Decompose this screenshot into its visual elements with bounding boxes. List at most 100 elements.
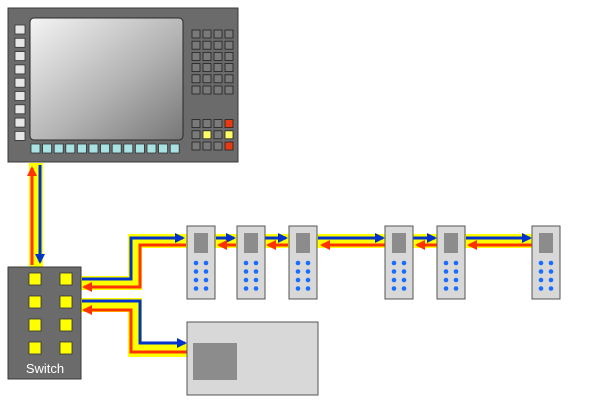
io-module-led [401,260,407,266]
panel-softkey [146,143,157,154]
panel-key [191,63,201,72]
io-module-led [243,260,249,266]
panel-softkey [65,143,76,154]
io-module-led [203,277,209,283]
panel-key [202,63,212,72]
io-module-led [538,277,544,283]
switch-port [59,295,73,309]
io-module-led [453,286,459,291]
io-module-led [243,277,249,283]
panel-side-button [14,77,26,88]
io-module-led [295,286,301,291]
io-module-led [391,260,397,266]
io-module-led [295,277,301,283]
switch-port [59,318,73,332]
io-module-led [401,269,407,274]
panel-key [202,74,212,84]
io-module-led [295,260,301,266]
panel-side-button [14,24,26,35]
panel-softkey [134,143,145,154]
switch-port [28,295,42,309]
cable-bus-glow [80,234,532,290]
panel-softkey [123,143,134,154]
panel-key [202,85,212,95]
switch-ports [28,272,73,355]
io-module-led [391,286,397,291]
panel-key [213,40,223,50]
io-module-led [443,286,449,291]
panel-side-button [14,37,26,48]
io-module-led [305,269,311,274]
io-module-window [244,233,258,253]
io-module-led [253,269,259,274]
panel-key [224,119,234,128]
panel-softkey [169,143,180,154]
io-module-led [295,269,301,274]
io-module-led [391,277,397,283]
io-module-window [392,233,406,253]
panel-softkey [77,143,87,154]
io-module-led [453,260,459,266]
panel-key [202,40,212,50]
panel-screen [29,17,184,141]
io-module-led [243,269,249,274]
panel-key [191,119,201,128]
io-module-led [253,277,259,283]
panel-side-button [14,117,26,128]
lower-outbound-blue [82,299,187,348]
panel-softkeys [30,143,180,154]
panel-side-button [14,104,26,115]
io-module-5 [436,225,466,300]
io-module-window [194,233,208,253]
io-module-led [453,269,459,274]
io-module-led [305,277,311,283]
panel-softkey [53,143,64,154]
panel-key [202,130,212,140]
panel-key [224,40,234,50]
io-module-2 [236,225,266,300]
io-module-led [401,286,407,291]
panel-key [191,85,201,95]
panel-key [213,63,223,72]
io-module-led [401,277,407,283]
panel-key [202,141,212,151]
panel-side-button [14,130,26,141]
switch-port [28,272,42,286]
panel-key [191,74,201,84]
io-module-led [548,286,554,291]
io-module-window [296,233,310,253]
lower-return-red [82,305,188,354]
io-modules [186,225,561,300]
io-module-led [538,260,544,266]
panel-side-button [14,64,26,75]
panel-left-buttons [14,24,26,141]
panel-key [224,29,234,39]
io-module-led [538,269,544,274]
panel-key [224,63,234,72]
io-module-led [193,286,199,291]
panel-key [213,141,223,151]
panel-key [224,130,234,140]
io-module-led [305,286,311,291]
panel-key [191,52,201,61]
switch-port [28,318,42,332]
switch-port [28,341,42,355]
panel-key [202,29,212,39]
io-module-1 [186,225,216,300]
panel-key [224,85,234,95]
cable-glow-layer [29,163,532,357]
panel-side-button [14,51,26,61]
panel-softkey [111,143,122,154]
io-module-led [203,260,209,266]
io-module-led [443,260,449,266]
panel-key [213,130,223,140]
panel-softkey [42,143,52,154]
panel-key [213,85,223,95]
io-module-window [444,233,458,253]
io-module-4 [384,225,414,300]
panel-key [191,40,201,50]
io-module-window [539,233,553,253]
io-module-led [203,286,209,291]
io-module-led [453,277,459,283]
